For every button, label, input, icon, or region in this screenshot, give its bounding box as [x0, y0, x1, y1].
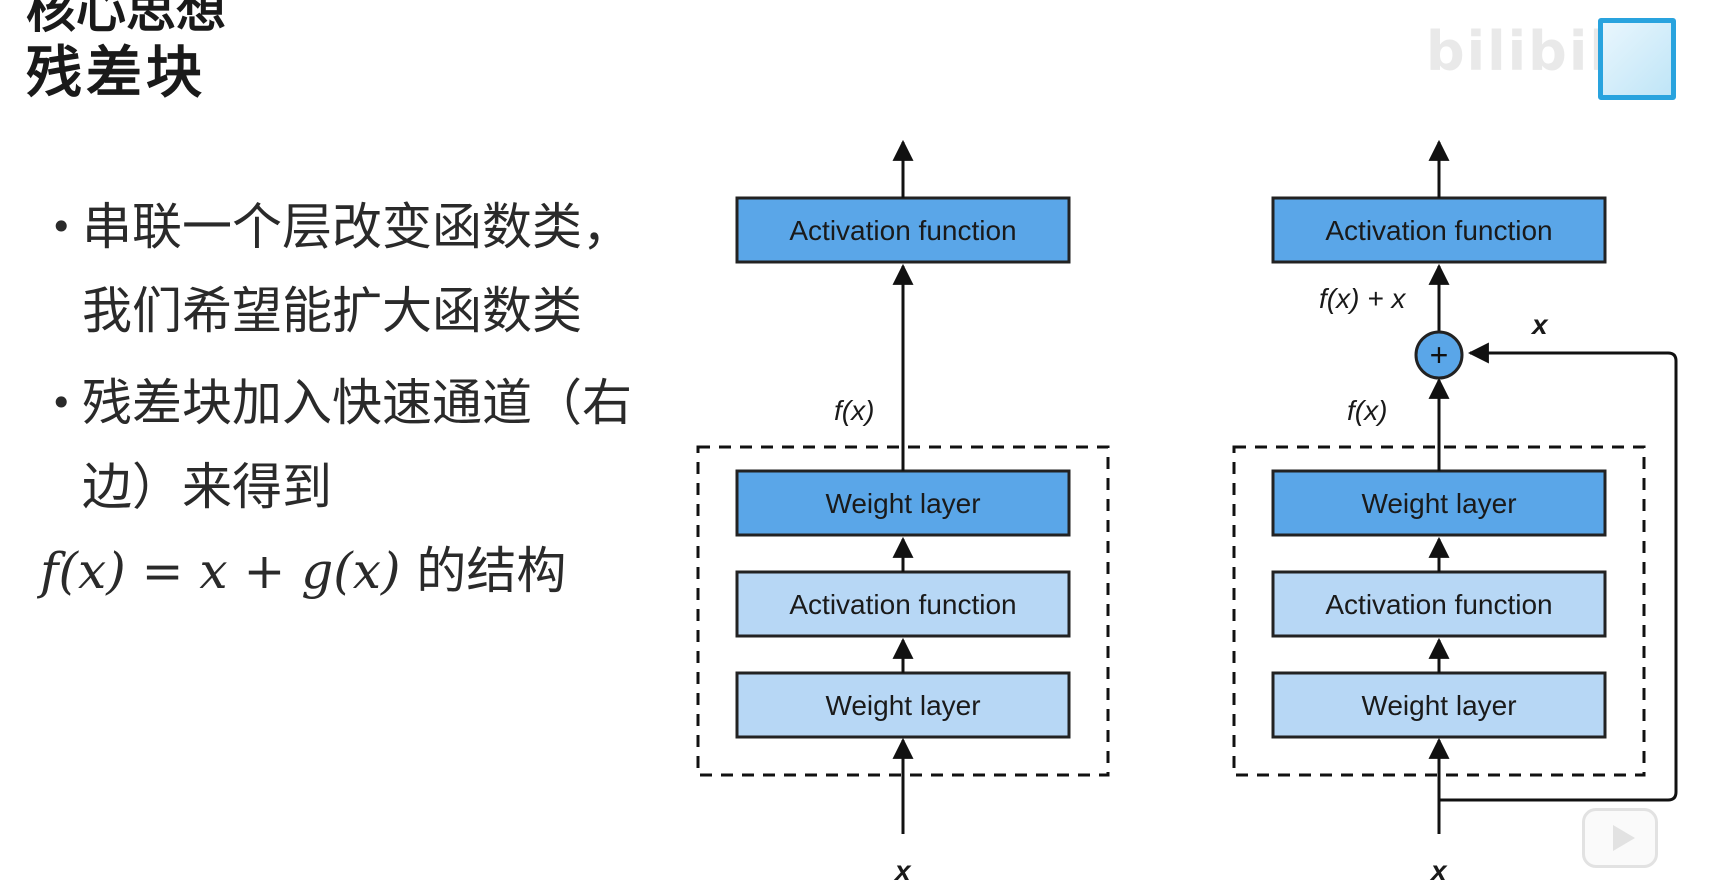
- right-weight-bottom-box: [1271, 671, 1607, 739]
- diagram-left: Activation function Weight layer Activat…: [696, 139, 1110, 886]
- right-top-activation-label: Activation function: [1325, 215, 1552, 246]
- right-input-label: x: [1429, 855, 1448, 886]
- bullet-dot-icon: •: [50, 381, 73, 425]
- left-activation-mid-label: Activation function: [789, 589, 1016, 620]
- bullet-text: 串联一个层改变函数类，我们希望能扩大函数类: [82, 198, 632, 340]
- right-skip-x-label: x: [1530, 309, 1549, 340]
- left-weight-bottom-box: [735, 671, 1071, 739]
- left-weight-top-label: Weight layer: [825, 488, 980, 519]
- right-fx-label: f(x): [1347, 395, 1387, 426]
- dashed-block-border: [696, 445, 1110, 777]
- skip-connection-line: [1439, 342, 1678, 802]
- bullet-dot-icon: •: [50, 205, 73, 249]
- bullet-text: 残差块加入快速通道（右边）来得到: [82, 374, 632, 516]
- left-weight-bottom-label: Weight layer: [825, 690, 980, 721]
- bullet-item: • 串联一个层改变函数类，我们希望能扩大函数类: [40, 185, 680, 353]
- left-activation-mid-box: [735, 570, 1071, 638]
- formula-line: f(x) = x + g(x) 的结构: [40, 529, 680, 613]
- add-circle-icon: [1414, 330, 1464, 380]
- bilibili-logo-icon: [1598, 18, 1676, 100]
- plus-label: +: [1430, 337, 1449, 373]
- bilibili-watermark-logo: bilibili: [1426, 20, 1631, 83]
- diagram-right: Activation function Weight layer Activat…: [1232, 139, 1678, 886]
- right-weight-top-label: Weight layer: [1361, 488, 1516, 519]
- right-weight-bottom-label: Weight layer: [1361, 690, 1516, 721]
- formula: f(x) = x + g(x): [40, 542, 401, 600]
- cut-off-heading: 核心思想: [26, 0, 226, 39]
- formula-suffix: 的结构: [416, 542, 567, 600]
- left-fx-label: f(x): [834, 395, 874, 426]
- dashed-block-border: [1232, 445, 1646, 777]
- bullet-item: • 残差块加入快速通道（右边）来得到 f(x) = x + g(x) 的结构: [40, 361, 680, 613]
- right-sum-label: f(x) + x: [1319, 283, 1406, 314]
- left-input-label: x: [893, 855, 912, 886]
- left-top-activation-label: Activation function: [789, 215, 1016, 246]
- play-button-icon[interactable]: [1582, 808, 1658, 868]
- right-activation-mid-label: Activation function: [1325, 589, 1552, 620]
- bullet-list: • 串联一个层改变函数类，我们希望能扩大函数类 • 残差块加入快速通道（右边）来…: [40, 185, 680, 621]
- slide-title: 残差块: [26, 41, 206, 106]
